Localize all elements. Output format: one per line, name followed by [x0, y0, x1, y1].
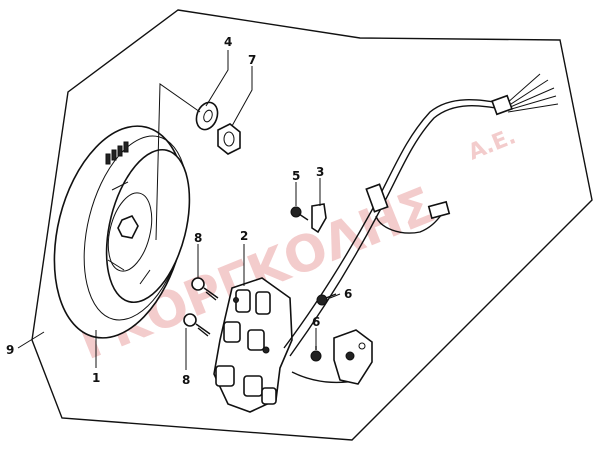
watermark-suffix: Α.Ε.: [465, 124, 520, 165]
callout-6a: 6: [344, 287, 352, 301]
assembly-outline: [31, 9, 593, 441]
bolt-8b: [183, 313, 211, 337]
callout-6b: 6: [312, 315, 320, 329]
leader-lines: [17, 50, 341, 370]
screw-5: [290, 206, 309, 221]
washer: [195, 101, 219, 131]
callout-1: 1: [92, 371, 100, 385]
wiring-harness: [283, 73, 559, 384]
callout-4: 4: [224, 35, 232, 49]
pulser-sensor: [333, 329, 373, 385]
flywheel-rotor: [53, 125, 191, 339]
nut: [217, 123, 241, 155]
shaft-line: [155, 83, 201, 241]
stator-coil: [213, 277, 293, 413]
wire-clamp: [311, 203, 327, 234]
screw-6a: [316, 293, 337, 306]
callout-5: 5: [292, 169, 300, 183]
callout-8a: 8: [194, 231, 202, 245]
watermark-suffix-group: Α.Ε.: [465, 124, 520, 165]
callout-3: 3: [316, 165, 324, 179]
screw-6b: [310, 346, 322, 362]
callout-8b: 8: [182, 373, 190, 387]
callout-9: 9: [6, 343, 14, 357]
callout-2: 2: [240, 229, 248, 243]
callout-7: 7: [248, 53, 256, 67]
